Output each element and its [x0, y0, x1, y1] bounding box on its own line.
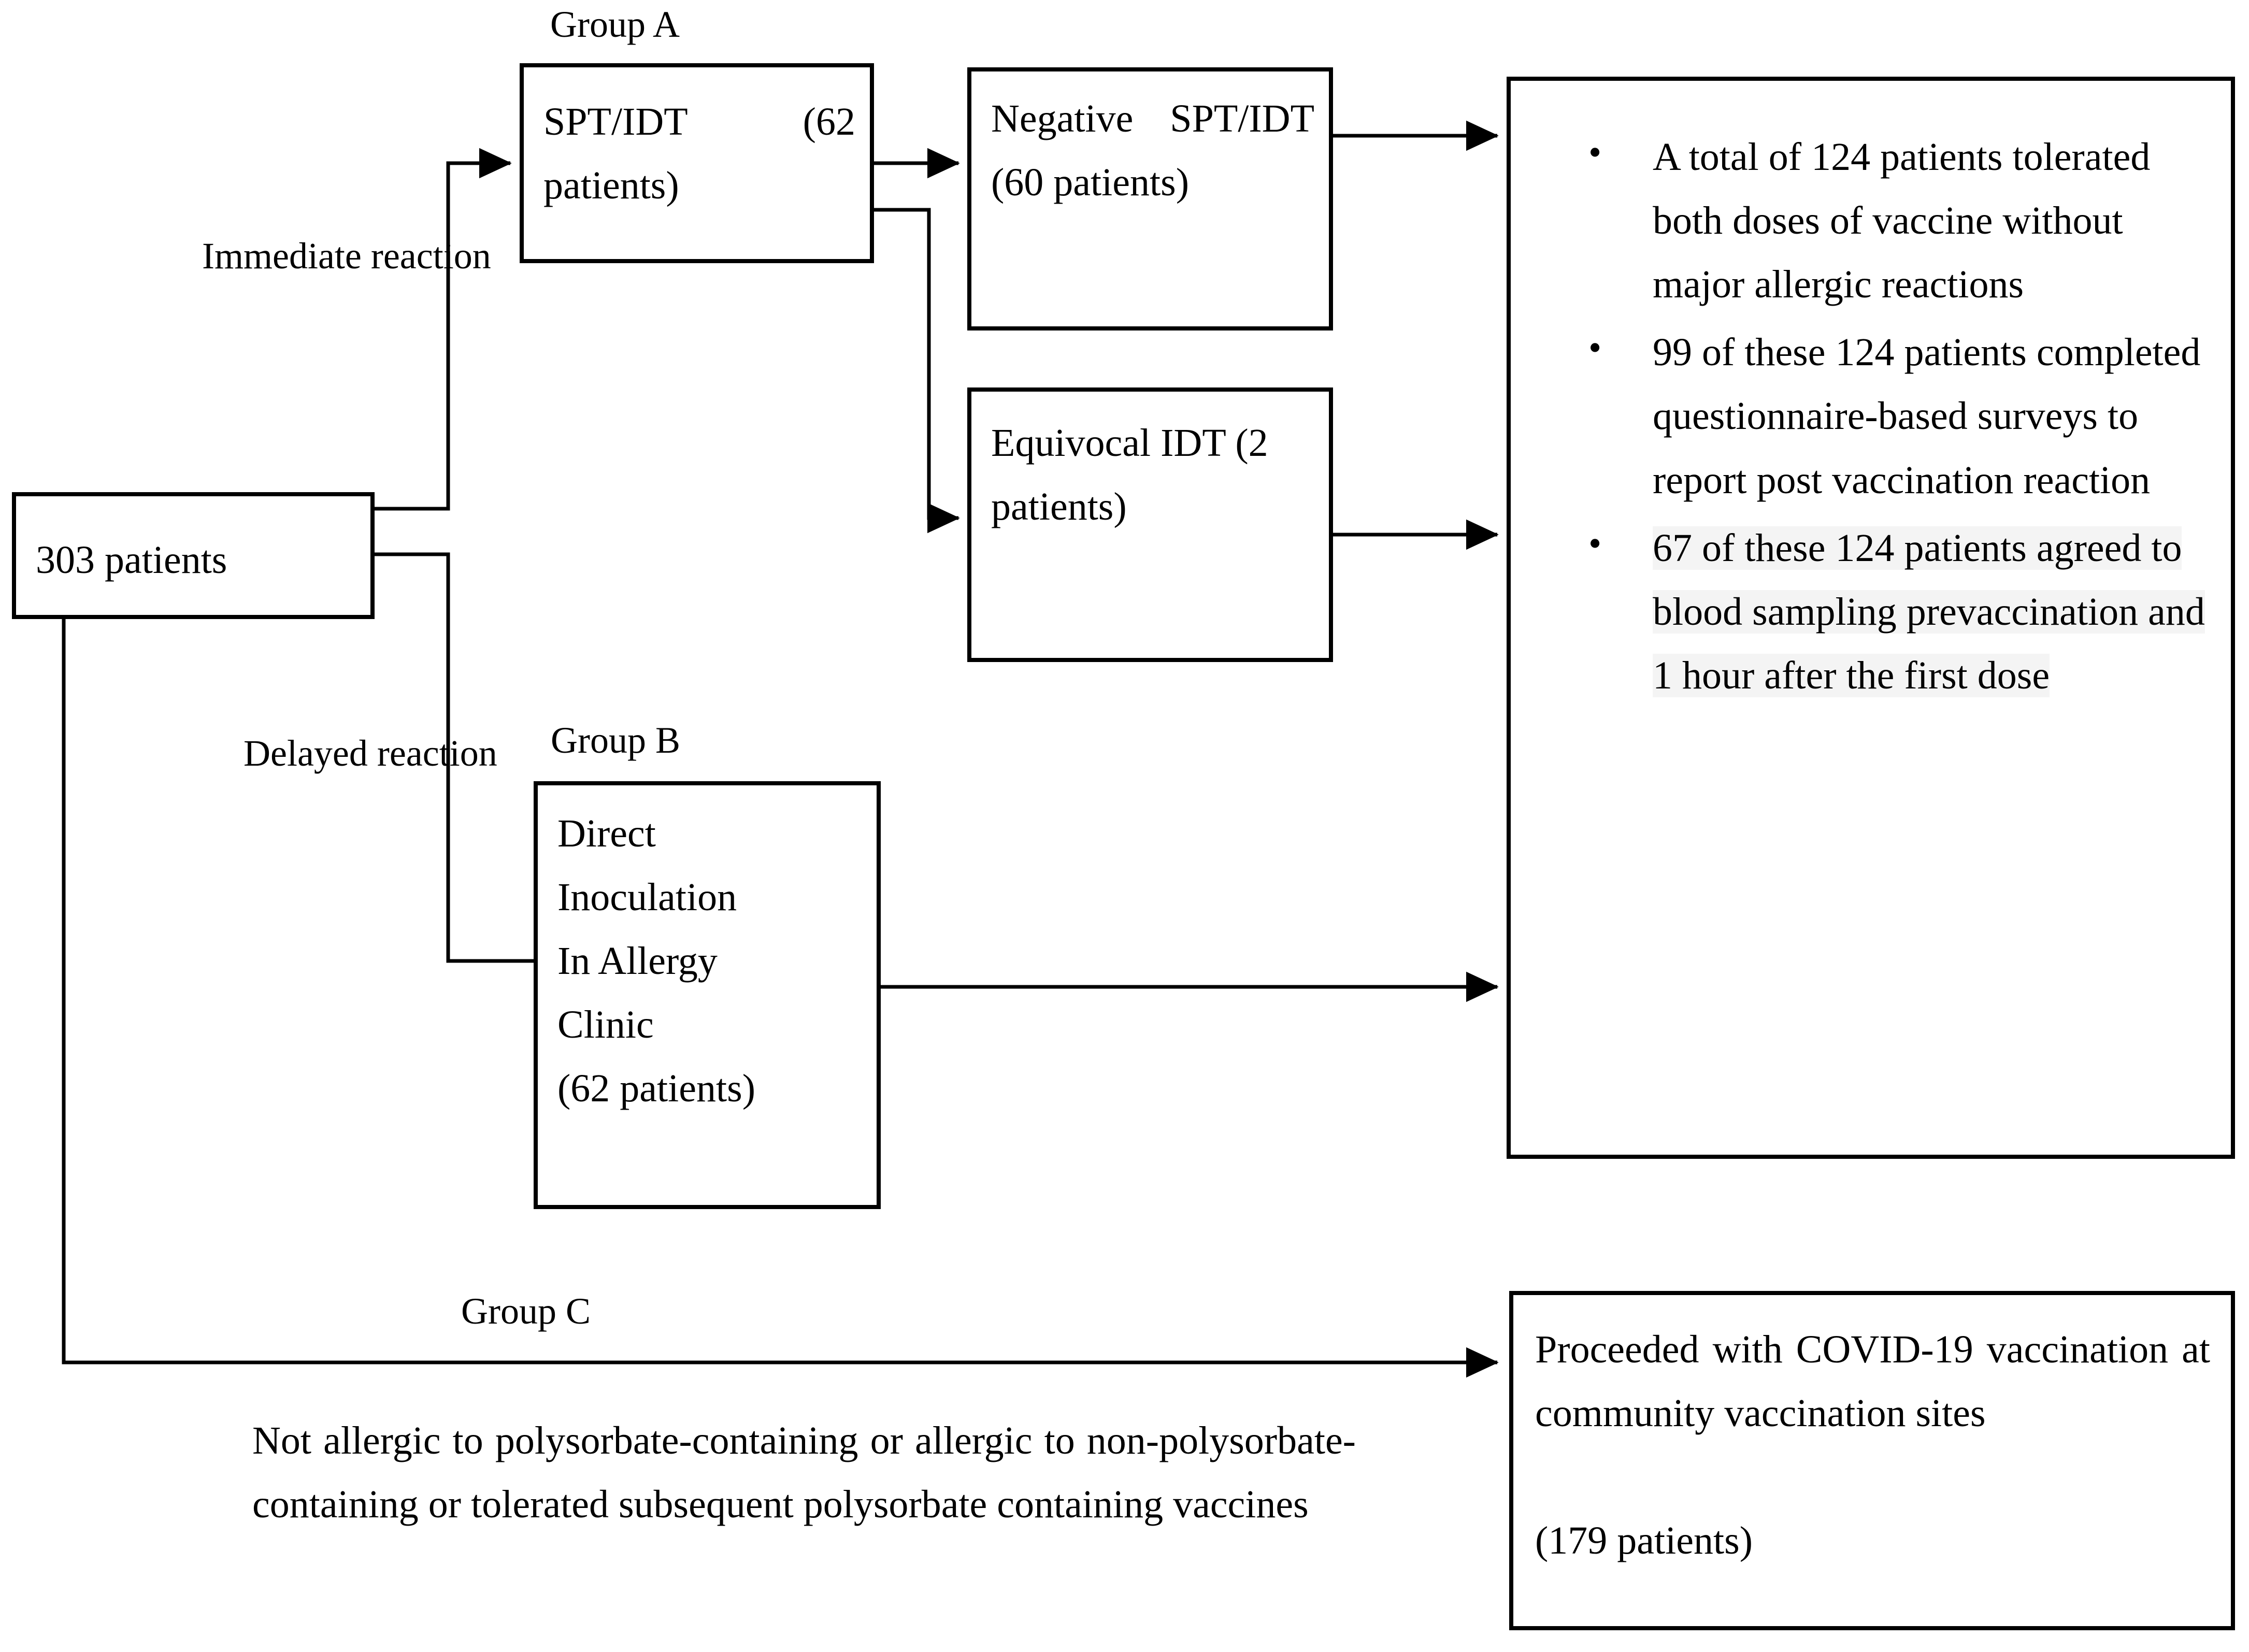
outcome-bullet-2-text: 99 of these 124 patients completed quest…: [1653, 331, 2201, 502]
node-group-b-line-4: Clinic: [557, 1003, 654, 1046]
group-c-criteria-text: Not allergic to polysorbate-containing o…: [252, 1419, 1356, 1527]
node-community-label: Proceeded with COVID-19 vaccination at c…: [1535, 1328, 2210, 1435]
node-negative-label: Negative SPT/IDT (60 patients): [991, 97, 1314, 205]
node-root-303-patients[interactable]: 303 patients: [12, 492, 375, 619]
node-equivocal-label: Equivocal IDT (2 patients): [991, 421, 1268, 529]
node-outcomes-summary[interactable]: A total of 124 patients tolerated both d…: [1507, 77, 2235, 1159]
node-group-a-spt-idt[interactable]: SPT/IDT (62 patients): [520, 63, 874, 263]
node-group-a-label: SPT/IDT (62 patients): [543, 100, 855, 208]
group-b-label: Group B: [551, 720, 680, 761]
edge-label-delayed-reaction-text: Delayed reaction: [243, 732, 497, 774]
group-a-label: Group A: [550, 4, 680, 45]
node-group-b-direct-inoculation[interactable]: Direct Inoculation In Allergy Clinic (62…: [534, 781, 881, 1209]
edge-label-immediate-reaction-text: Immediate reaction: [202, 235, 491, 277]
list-item: 99 of these 124 patients completed quest…: [1588, 318, 2210, 512]
node-group-b-line-3: In Allergy: [557, 939, 718, 983]
outcome-bullet-3-text: 67 of these 124 patients agreed to blood…: [1653, 526, 2205, 697]
group-c-label: Group C: [461, 1290, 591, 1332]
list-item: 67 of these 124 patients agreed to blood…: [1588, 513, 2210, 708]
node-group-b-line-1: Direct: [557, 812, 656, 855]
node-group-b-line-5: (62 patients): [557, 1067, 756, 1110]
node-root-label: 303 patients: [36, 538, 227, 582]
node-equivocal-idt[interactable]: Equivocal IDT (2 patients): [967, 387, 1333, 662]
node-community-vaccination[interactable]: Proceeded with COVID-19 vaccination at c…: [1509, 1291, 2235, 1630]
outcomes-bullet-list: A total of 124 patients tolerated both d…: [1588, 122, 2210, 712]
node-community-count: (179 patients): [1535, 1519, 1753, 1562]
list-item: A total of 124 patients tolerated both d…: [1588, 122, 2210, 317]
node-group-b-line-2: Inoculation: [557, 875, 737, 919]
node-negative-spt-idt[interactable]: Negative SPT/IDT (60 patients): [967, 67, 1333, 331]
outcome-bullet-1-text: A total of 124 patients tolerated both d…: [1653, 135, 2151, 307]
